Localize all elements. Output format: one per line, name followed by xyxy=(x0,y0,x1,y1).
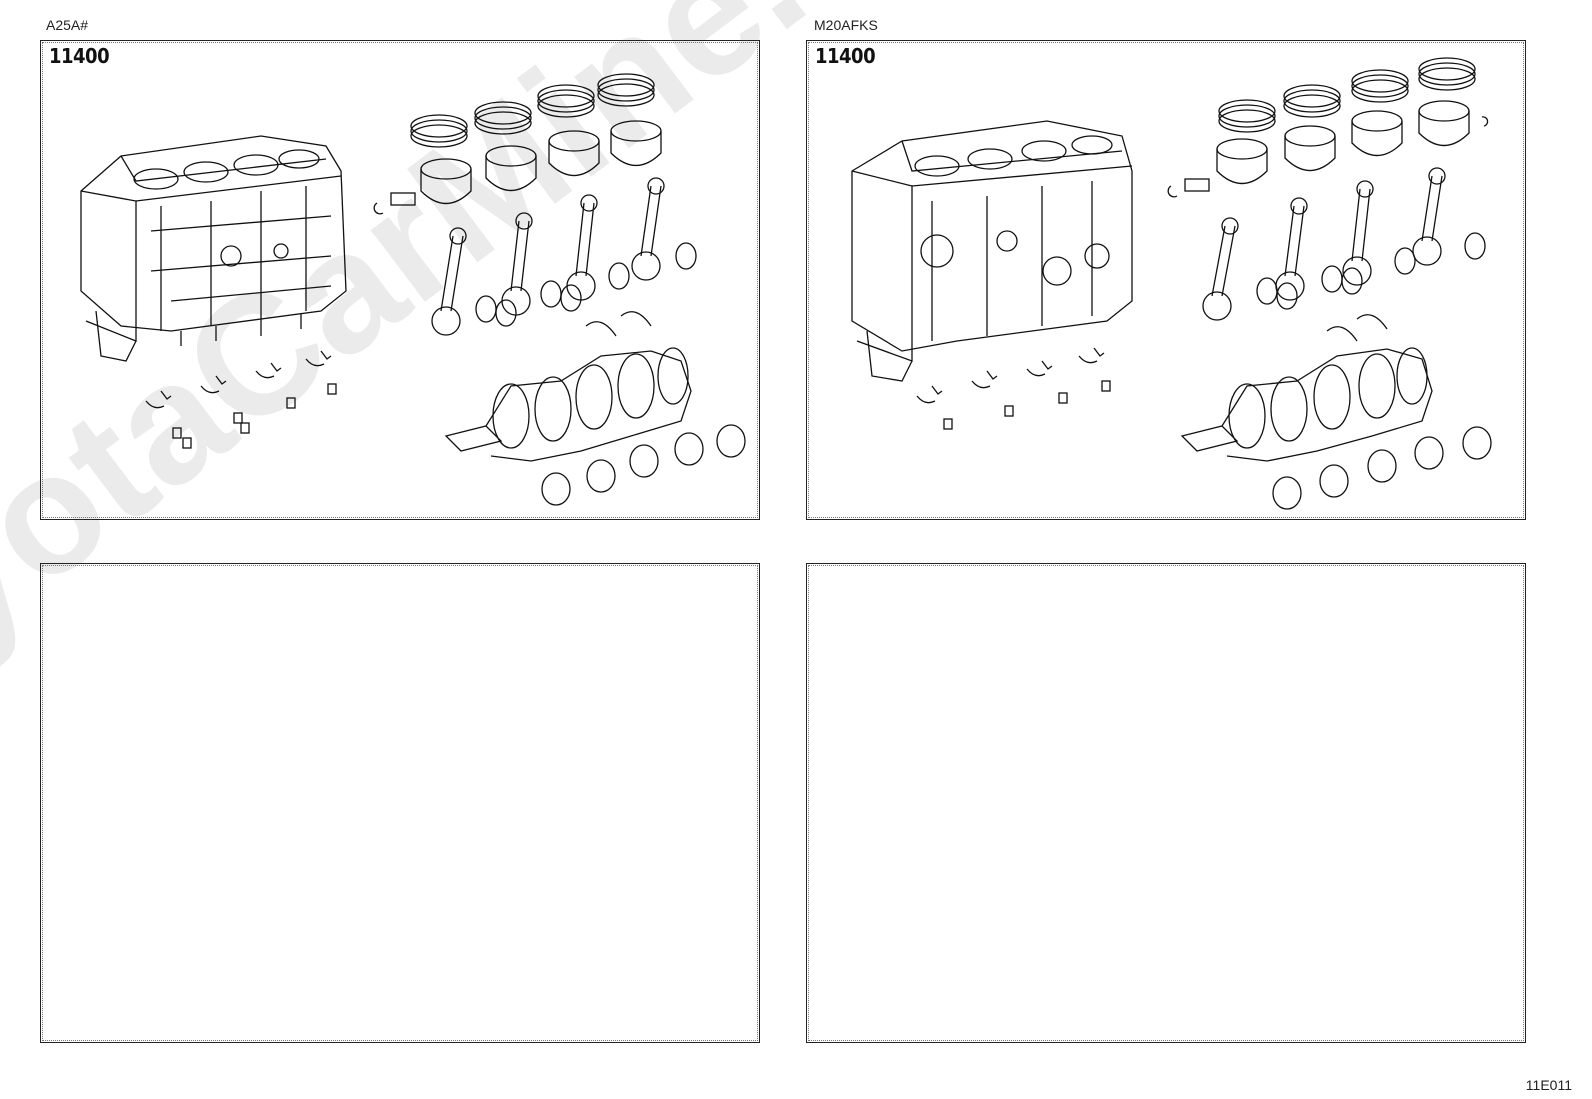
sheet-code: 11E011 xyxy=(1525,1077,1572,1093)
engine-label-a25a: A25A# xyxy=(46,17,89,33)
illustration-code: 11400 xyxy=(815,44,876,68)
piston-ring-set-icon xyxy=(410,73,655,148)
connecting-rod-icon xyxy=(1202,167,1446,321)
illustration-code: 11400 xyxy=(49,44,110,68)
short-block-illustration xyxy=(851,57,1492,510)
cylinder-block-icon xyxy=(851,120,1133,382)
piston-icon xyxy=(1167,100,1489,198)
short-block-illustration xyxy=(80,73,746,506)
bearing-shell-icon xyxy=(1272,426,1492,510)
bearing-shell-icon xyxy=(475,242,697,327)
bearing-shell-icon xyxy=(541,424,746,506)
crankshaft-icon xyxy=(444,347,692,462)
diagram-panel-a25a[interactable]: 11400 xyxy=(40,40,760,520)
bolt-icon xyxy=(916,347,1111,430)
bearing-shell-icon xyxy=(1256,232,1486,310)
cylinder-block-icon xyxy=(80,135,347,362)
piston-ring-set-icon xyxy=(1218,57,1476,133)
crankshaft-icon xyxy=(1180,347,1433,462)
piston-icon xyxy=(373,120,662,215)
empty-diagram-panel xyxy=(806,563,1526,1043)
empty-diagram-panel xyxy=(40,563,760,1043)
bolt-icon xyxy=(145,350,337,449)
engine-label-m20afks: M20AFKS xyxy=(814,17,878,33)
diagram-panel-m20afks[interactable]: 11400 xyxy=(806,40,1526,520)
